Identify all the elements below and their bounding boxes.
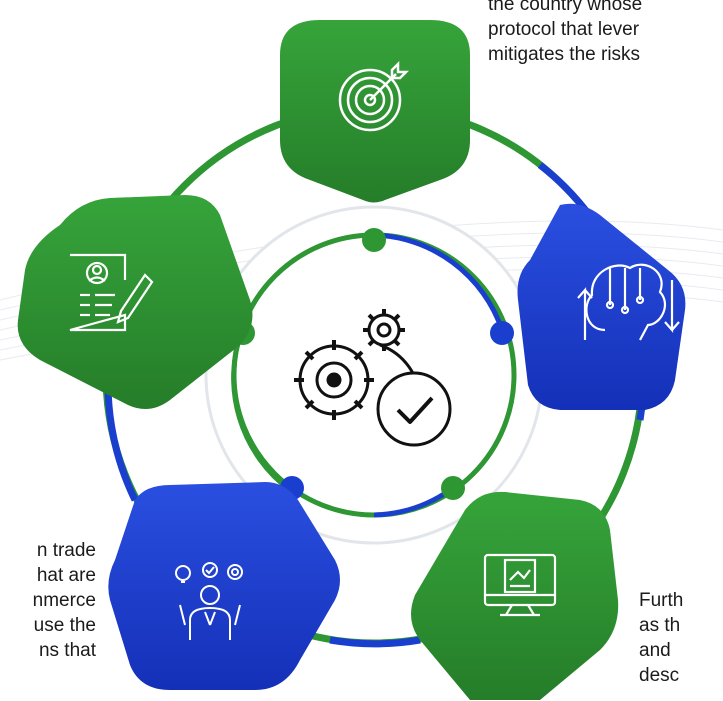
monitor-document-icon (483, 553, 557, 617)
text-line: the country whose (488, 0, 643, 15)
text-line: hat are (36, 565, 96, 586)
text-line: Furth (639, 590, 684, 611)
text-line: and (639, 640, 671, 661)
resume-pencil-icon (69, 253, 154, 332)
node-target[interactable] (280, 20, 470, 203)
node-monitor[interactable] (411, 491, 619, 700)
brain-circuit-icon (577, 263, 680, 341)
node-brain[interactable] (517, 203, 686, 410)
text-line: protocol that lever (488, 19, 640, 40)
node-person[interactable] (108, 482, 340, 690)
text-line: mitigates the risks (488, 44, 641, 65)
text-line: use the (33, 615, 96, 636)
text-line: ns that (38, 640, 96, 661)
description-text-left: n trade hat are nmerce use the ns that (0, 538, 96, 663)
text-line: n trade (36, 540, 96, 561)
text-line: as th (639, 615, 681, 636)
description-text-top: the country whose protocol that lever mi… (488, 0, 642, 67)
text-line: desc (639, 665, 680, 686)
text-line: nmerce (32, 590, 96, 611)
gears-check-icon (294, 309, 452, 447)
person-ideas-icon (175, 562, 243, 640)
target-arrow-icon (338, 60, 410, 132)
node-resume[interactable] (17, 195, 253, 409)
description-text-right: Furth as th and desc (639, 588, 683, 688)
